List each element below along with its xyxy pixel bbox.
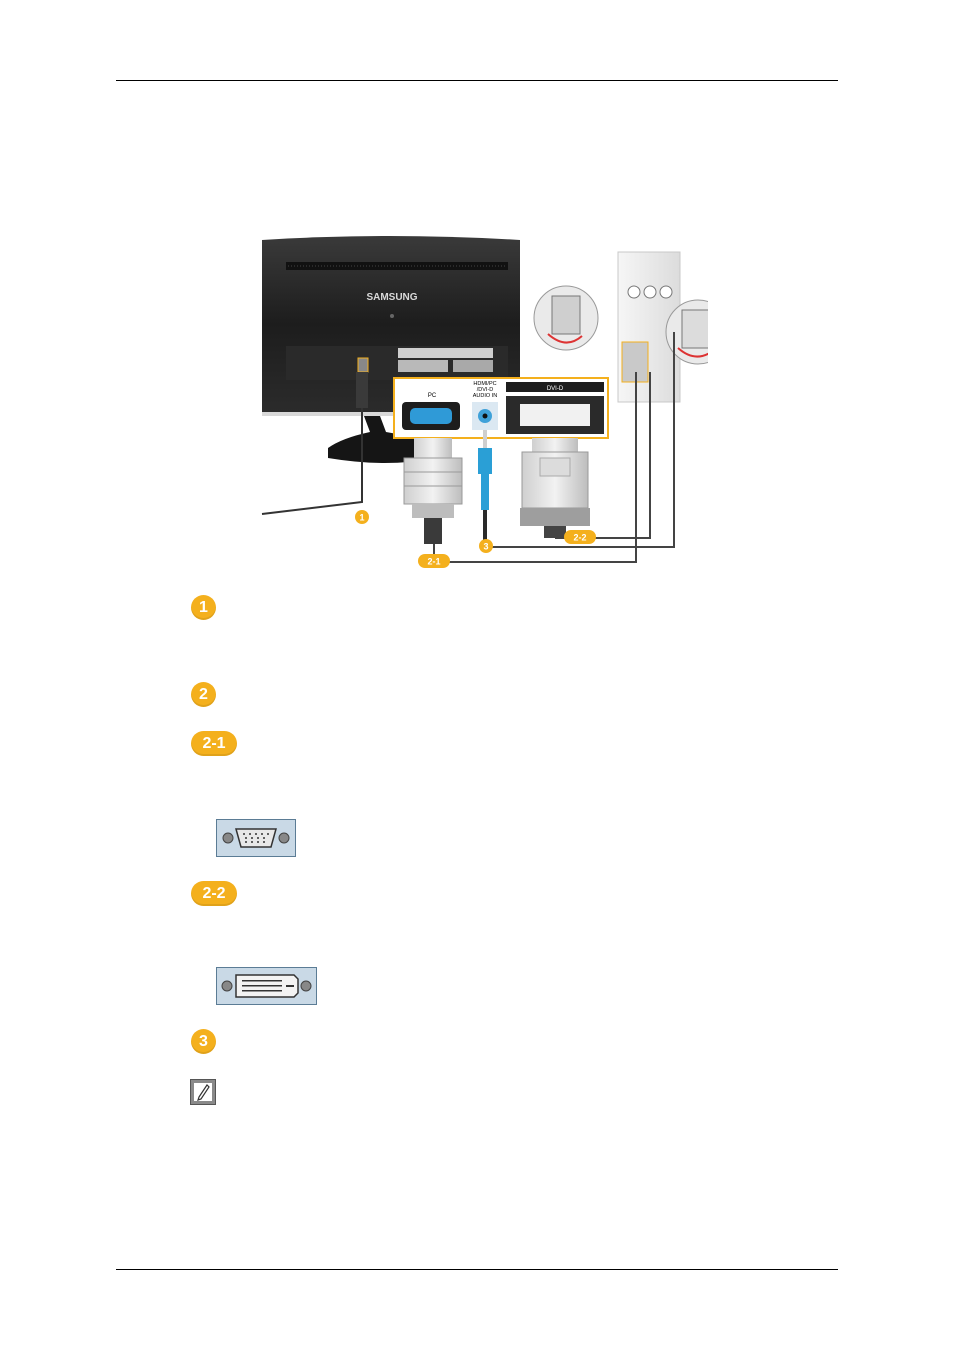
- callout-3: 3: [483, 542, 488, 552]
- callout-2-2: 2-2: [573, 533, 586, 543]
- dvi-port-label: DVI-D: [547, 386, 564, 392]
- audio-port-label-1: HDMI/PC: [473, 381, 496, 387]
- note-icon: [190, 1079, 216, 1105]
- power-cable: [261, 372, 363, 515]
- samsung-logo: SAMSUNG: [366, 292, 417, 303]
- step-badge-2-1: 2-1: [191, 731, 237, 756]
- port-panel: PC HDMI/PC /DVI-D AUDIO IN DVI-D: [393, 377, 609, 439]
- dvi-port-icon: [216, 967, 317, 1005]
- step-badge-2: 2: [191, 682, 216, 707]
- d-sub-plug: [403, 438, 463, 544]
- step-badge-3: 3: [191, 1029, 216, 1054]
- callout-1: 1: [359, 513, 364, 523]
- connection-diagram: SAMSUNG PC HDMI/PC /DVI-D AUDIO IN DVI-D: [261, 236, 708, 568]
- callout-2-1: 2-1: [427, 557, 440, 567]
- dvi-plug: [520, 438, 590, 538]
- diagram-callouts: 1 2-1 2-2 3: [355, 510, 596, 568]
- power-plug: [356, 372, 368, 408]
- step-badge-2-2: 2-2: [191, 881, 237, 906]
- step-badge-1: 1: [191, 595, 216, 620]
- pc-port-label: PC: [428, 393, 437, 399]
- audio-port-label-2: /DVI-D: [477, 387, 494, 393]
- footer-rule: [116, 1269, 838, 1270]
- header-rule: [116, 80, 838, 81]
- audio-port-label-3: AUDIO IN: [473, 393, 497, 399]
- d-sub-port-icon: [216, 819, 296, 857]
- monitor-back: SAMSUNG: [262, 236, 520, 463]
- audio-plug: [478, 430, 492, 542]
